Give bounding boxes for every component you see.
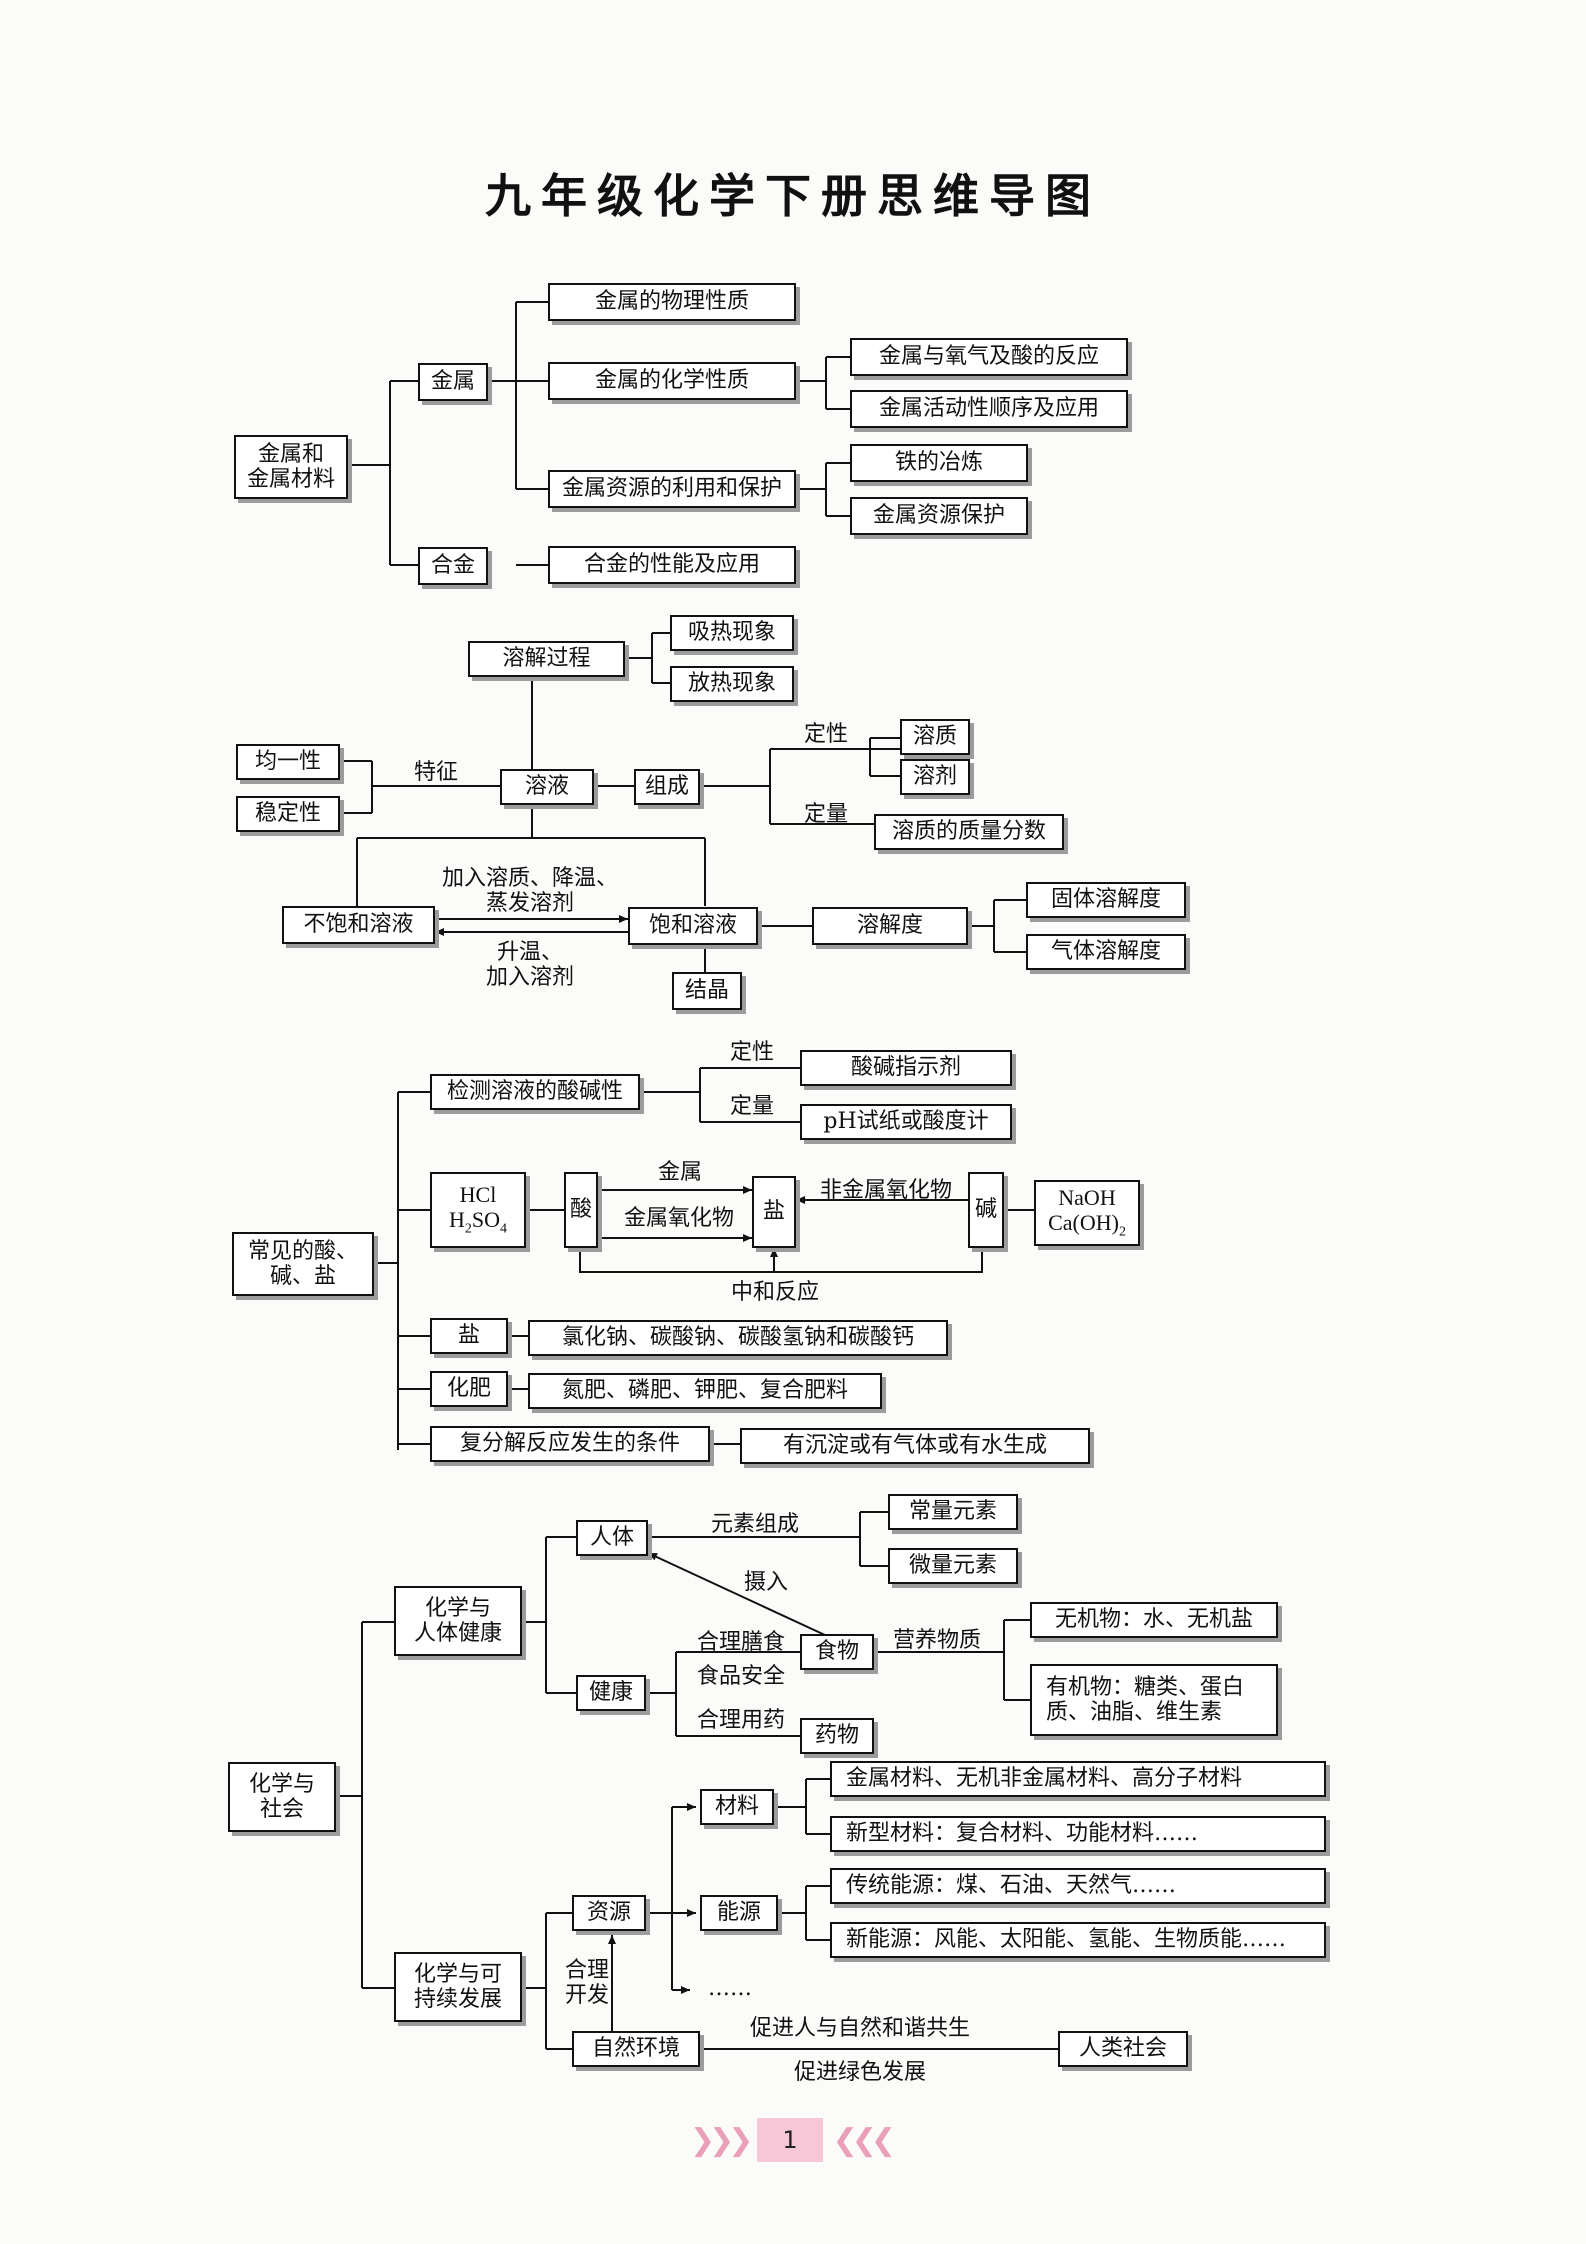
energy-node: 能源 <box>700 1895 778 1931</box>
environment-node: 自然环境 <box>572 2031 700 2067</box>
green-development-label: 促进绿色发展 <box>793 2060 926 2085</box>
endothermic-node: 吸热现象 <box>670 615 794 651</box>
qualitative-label: 定性 <box>803 722 848 747</box>
harmony-label: 促进人与自然和谐共生 <box>749 2016 970 2041</box>
crystallization-node: 结晶 <box>672 972 742 1010</box>
chemical-properties-node: 金属的化学性质 <box>548 362 796 400</box>
detect-qualitative-label: 定性 <box>729 1040 774 1065</box>
detect-acidity-node: 检测溶液的酸碱性 <box>430 1074 640 1110</box>
hcl-formula: HCl <box>459 1182 497 1208</box>
human-body-node: 人体 <box>576 1520 648 1556</box>
resources-node: 资源 <box>572 1895 646 1931</box>
more-ellipsis-label: …… <box>708 1976 752 2001</box>
salt-center-node: 盐 <box>752 1176 796 1248</box>
materials-2-node: 新型材料：复合材料、功能材料…… <box>830 1816 1326 1852</box>
major-elements-node: 常量元素 <box>888 1494 1018 1530</box>
nonmetal-oxide-label: 非金属氧化物 <box>819 1178 952 1203</box>
indicator-node: 酸碱指示剂 <box>800 1050 1012 1086</box>
double-decomposition-node: 复分解反应发生的条件 <box>430 1426 710 1462</box>
solute-node: 溶质 <box>900 719 970 755</box>
solubility-node: 溶解度 <box>812 907 968 945</box>
metals-root-node: 金属和 金属材料 <box>234 435 348 499</box>
salt-list-node: 氯化钠、碳酸钠、碳酸氢钠和碳酸钙 <box>528 1320 948 1356</box>
food-safety-label: 食品安全 <box>696 1664 785 1689</box>
materials-node: 材料 <box>700 1789 774 1825</box>
chevrons-left-icon: ❮❮❮ <box>832 2122 896 2158</box>
sustainable-node: 化学与可 持续发展 <box>394 1952 522 2022</box>
element-composition-label: 元素组成 <box>710 1512 799 1537</box>
metal-reaction-label: 金属 <box>657 1160 702 1185</box>
solution-node: 溶液 <box>500 769 594 805</box>
uniformity-node: 均一性 <box>236 744 340 780</box>
stability-node: 稳定性 <box>236 796 340 832</box>
oxygen-acid-node: 金属与氧气及酸的反应 <box>850 338 1128 376</box>
iron-smelting-node: 铁的冶炼 <box>850 444 1028 482</box>
fertilizer-list-node: 氮肥、磷肥、钾肥、复合肥料 <box>528 1373 882 1409</box>
inorganic-node: 无机物：水、无机盐 <box>1030 1602 1278 1638</box>
metal-oxide-label: 金属氧化物 <box>623 1206 734 1231</box>
page-number: 1 <box>757 2118 823 2162</box>
caoh2-formula: Ca(OH)2 <box>1048 1210 1126 1240</box>
physical-properties-node: 金属的物理性质 <box>548 283 796 321</box>
development-label: 合理 开发 <box>564 1958 609 2009</box>
base-node: 碱 <box>968 1172 1004 1248</box>
to-saturated-label: 加入溶质、降温、 蒸发溶剂 <box>441 866 618 917</box>
nutrients-label: 营养物质 <box>892 1628 981 1653</box>
gas-solubility-node: 气体溶解度 <box>1026 934 1186 970</box>
organic-node: 有机物：糖类、蛋白 质、油脂、维生素 <box>1030 1664 1278 1736</box>
trace-elements-node: 微量元素 <box>888 1548 1018 1584</box>
base-formula-node: NaOH Ca(OH)2 <box>1034 1180 1140 1246</box>
metal-node: 金属 <box>418 363 488 401</box>
dissolving-process-node: 溶解过程 <box>468 641 625 677</box>
detect-quantitative-label: 定量 <box>729 1094 774 1119</box>
activity-series-node: 金属活动性顺序及应用 <box>850 390 1128 428</box>
solvent-node: 溶剂 <box>900 759 970 795</box>
unsaturated-node: 不饱和溶液 <box>282 906 435 944</box>
neutralization-label: 中和反应 <box>730 1280 819 1305</box>
naoh-formula: NaOH <box>1058 1185 1116 1211</box>
saturated-node: 饱和溶液 <box>628 907 758 945</box>
resource-protection-node: 金属资源保护 <box>850 497 1028 535</box>
materials-1-node: 金属材料、无机非金属材料、高分子材料 <box>830 1761 1326 1797</box>
diet-label: 合理膳食 <box>696 1630 785 1655</box>
page-title: 九年级化学下册思维导图 <box>485 169 1101 223</box>
medicine-node: 药物 <box>800 1718 874 1754</box>
h2so4-formula: H2SO4 <box>448 1207 507 1237</box>
acid-node: 酸 <box>564 1172 598 1248</box>
quantitative-label: 定量 <box>803 802 848 827</box>
to-unsaturated-label: 升温、 加入溶剂 <box>485 940 574 991</box>
energy-2-node: 新能源：风能、太阳能、氢能、生物质能…… <box>830 1922 1326 1958</box>
energy-1-node: 传统能源：煤、石油、天然气…… <box>830 1868 1326 1904</box>
wellness-node: 健康 <box>576 1675 646 1711</box>
human-society-node: 人类社会 <box>1058 2031 1188 2067</box>
health-node: 化学与 人体健康 <box>394 1586 522 1656</box>
mass-fraction-node: 溶质的质量分数 <box>874 814 1064 850</box>
metal-resources-node: 金属资源的利用和保护 <box>548 470 796 508</box>
page-number-band: ❯❯❯ 1 ❮❮❮ <box>690 2118 896 2162</box>
feature-label: 特征 <box>413 760 458 785</box>
exothermic-node: 放热现象 <box>670 666 794 702</box>
society-root-node: 化学与 社会 <box>228 1762 336 1832</box>
intake-label: 摄入 <box>743 1570 788 1595</box>
medication-label: 合理用药 <box>696 1708 785 1733</box>
double-decomposition-condition-node: 有沉淀或有气体或有水生成 <box>740 1428 1090 1464</box>
fertilizer-node: 化肥 <box>430 1371 508 1407</box>
alloy-node: 合金 <box>418 547 488 585</box>
solid-solubility-node: 固体溶解度 <box>1026 882 1186 918</box>
ph-node: pH试纸或酸度计 <box>800 1104 1012 1140</box>
chevrons-right-icon: ❯❯❯ <box>690 2122 753 2158</box>
alloy-use-node: 合金的性能及应用 <box>548 546 796 584</box>
composition-node: 组成 <box>634 769 700 805</box>
food-node: 食物 <box>800 1634 874 1670</box>
acid-base-salt-root-node: 常见的酸、 碱、盐 <box>232 1232 374 1296</box>
salt-node: 盐 <box>430 1318 508 1354</box>
acid-formula-node: HCl H2SO4 <box>430 1172 526 1248</box>
